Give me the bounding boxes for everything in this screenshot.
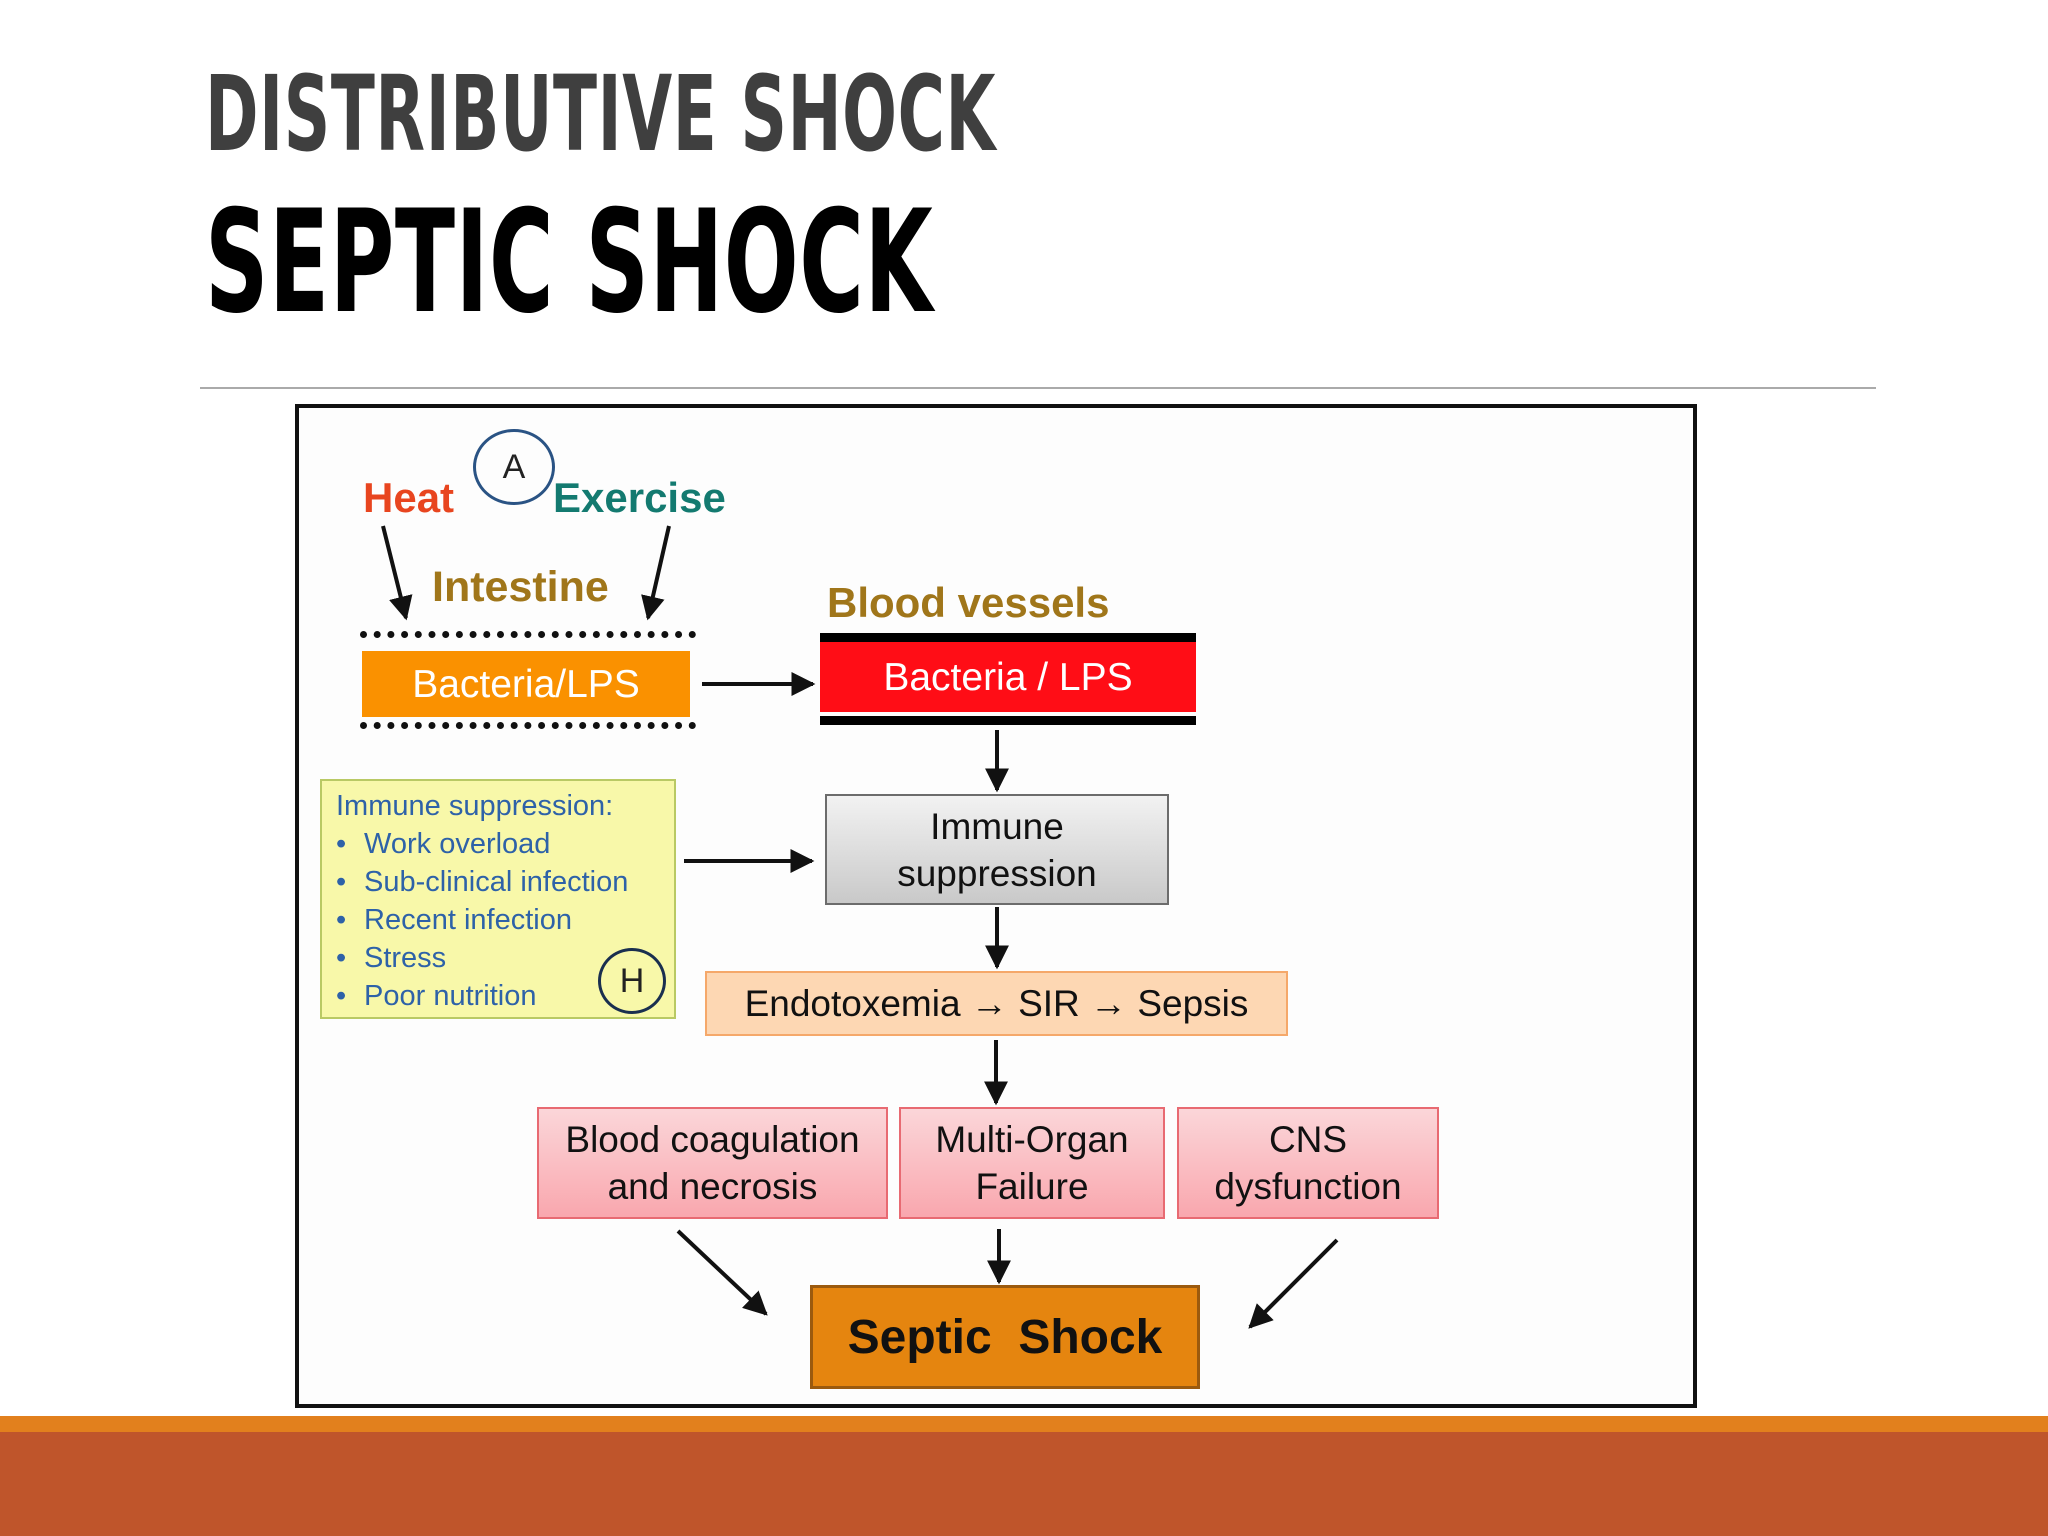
footer-accent-bar xyxy=(0,1416,2048,1432)
outcome-blood-coagulation: Blood coagulation and necrosis xyxy=(537,1107,888,1219)
vessel-wall-top xyxy=(820,633,1196,642)
outcome-blood-coagulation-line1: Blood coagulation xyxy=(565,1119,860,1160)
septic-shock-result-box: Septic Shock xyxy=(810,1285,1200,1389)
vessel-bacteria-box: Bacteria / LPS xyxy=(820,642,1196,712)
intestine-bacteria-box: Bacteria/LPS xyxy=(362,651,690,717)
intestine-wall-top xyxy=(360,631,696,638)
outcome-cns-dysfunction: CNS dysfunction xyxy=(1177,1107,1439,1219)
footer-bar xyxy=(0,1432,2048,1536)
list-item: •Poor nutrition xyxy=(336,980,537,1012)
immune-factors-panel: Immune suppression: •Work overload •Sub-… xyxy=(320,779,676,1019)
list-item: •Recent infection xyxy=(336,904,572,936)
list-item: •Sub-clinical infection xyxy=(336,866,629,898)
heat-label: Heat xyxy=(363,474,455,521)
immune-suppression-line2: suppression xyxy=(897,852,1097,894)
vessel-wall-bottom xyxy=(820,716,1196,725)
outcome-blood-coagulation-line2: and necrosis xyxy=(607,1166,818,1207)
immune-factors-list: •Work overload •Sub-clinical infection •… xyxy=(336,825,674,1015)
sepsis-chain-box: Endotoxemia → SIR → Sepsis xyxy=(705,971,1288,1036)
outcome-cns-line2: dysfunction xyxy=(1214,1166,1402,1207)
vessel-bacteria-text: Bacteria / LPS xyxy=(883,655,1133,699)
immune-suppression-box: Immune suppression xyxy=(825,794,1169,905)
marker-a-circle: A xyxy=(473,429,555,505)
blood-vessels-label: Blood vessels xyxy=(827,579,1110,626)
outcome-cns-line1: CNS xyxy=(1268,1119,1348,1160)
immune-suppression-line1: Immune xyxy=(930,805,1064,847)
slide-title: DISTRIBUTIVE SHOCK xyxy=(205,53,997,175)
outcome-multi-organ-line2: Failure xyxy=(975,1166,1089,1207)
marker-h-circle: H xyxy=(598,948,666,1014)
intestine-label: Intestine xyxy=(432,563,609,611)
outcome-multi-organ-line1: Multi-Organ xyxy=(935,1119,1129,1160)
exercise-label: Exercise xyxy=(553,474,726,521)
outcome-multi-organ-failure: Multi-Organ Failure xyxy=(899,1107,1165,1219)
list-item: •Work overload xyxy=(336,828,551,860)
intestine-wall-bottom xyxy=(360,722,696,729)
title-divider xyxy=(200,387,1876,389)
septic-shock-result-text: Septic Shock xyxy=(847,1310,1163,1364)
immune-factors-heading: Immune suppression: xyxy=(336,790,614,822)
sepsis-chain-text: Endotoxemia → SIR → Sepsis xyxy=(744,983,1249,1024)
slide-subtitle: SEPTIC SHOCK xyxy=(205,180,934,345)
list-item: •Stress xyxy=(336,942,447,974)
intestine-bacteria-text: Bacteria/LPS xyxy=(412,662,640,706)
